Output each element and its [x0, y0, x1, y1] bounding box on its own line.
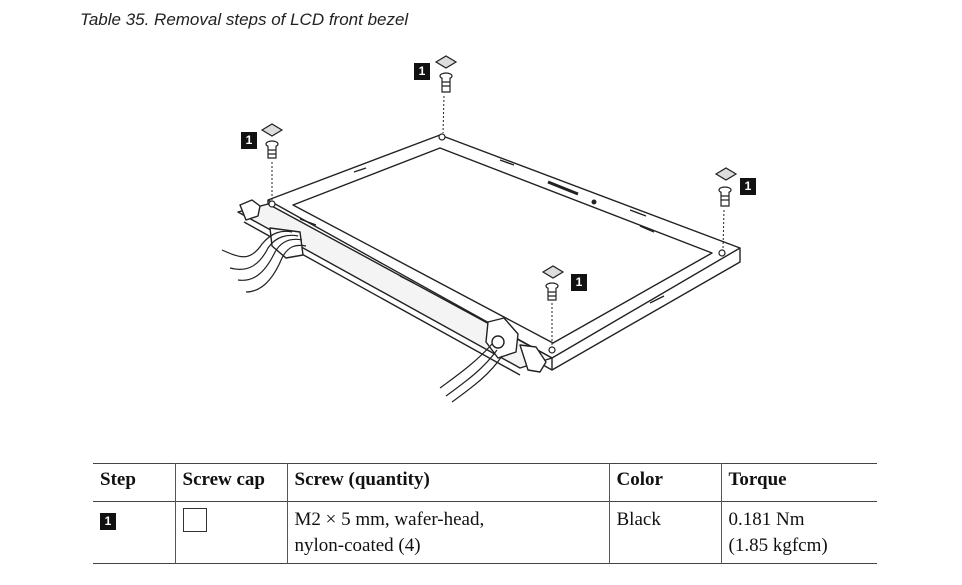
header-step: Step: [100, 469, 136, 490]
torque-value-alt: (1.85 kgfcm): [728, 535, 828, 556]
cable-left: [221, 230, 293, 258]
torque-value: 0.181 Nm: [728, 509, 805, 530]
step-callout-badge: 1: [241, 132, 257, 149]
cell-torque: 0.181 Nm (1.85 kgfcm): [720, 501, 877, 564]
left-hinge: [239, 199, 261, 221]
lcd-bezel-illustration: [221, 55, 741, 403]
step-callout-badge: 1: [740, 178, 756, 195]
screw-hole: [438, 133, 446, 141]
cell-screw: M2 × 5 mm, wafer-head, nylon-coated (4): [286, 501, 609, 564]
cable-right: [439, 343, 493, 389]
cell-screw-cap: [174, 501, 287, 564]
header-screw: Screw (quantity): [286, 463, 609, 502]
screw-hole: [548, 346, 556, 354]
header-screw-cap: Screw cap: [174, 463, 287, 502]
screw-cap: [434, 55, 458, 69]
screw-hole: [268, 200, 276, 208]
screw-cap: [541, 265, 565, 279]
header-torque: Torque: [720, 463, 877, 502]
header-color: Color: [608, 463, 721, 502]
table-caption: Table 35. Removal steps of LCD front bez…: [80, 10, 409, 29]
screw-cap: [714, 167, 738, 181]
removal-steps-table: Step Screw cap Screw (quantity) Color To…: [93, 463, 877, 564]
cell-color: Black: [608, 501, 721, 564]
cell-step: 1: [93, 502, 175, 564]
display-area: [292, 147, 713, 344]
screw-hole: [718, 249, 726, 257]
step-number-badge: 1: [100, 513, 116, 530]
screw-cap: [260, 123, 284, 137]
screw-cap-checkbox-icon: [182, 508, 207, 532]
screw-spec-line: nylon-coated (4): [294, 535, 421, 556]
screw-spec-line: M2 × 5 mm, wafer-head,: [294, 509, 485, 530]
step-callout-badge: 1: [571, 274, 587, 291]
table-row: 1 M2 × 5 mm, wafer-head, nylon-coated (4…: [93, 501, 877, 564]
table-header-row: Step Screw cap Screw (quantity) Color To…: [93, 463, 877, 502]
step-callout-badge: 1: [414, 63, 430, 80]
